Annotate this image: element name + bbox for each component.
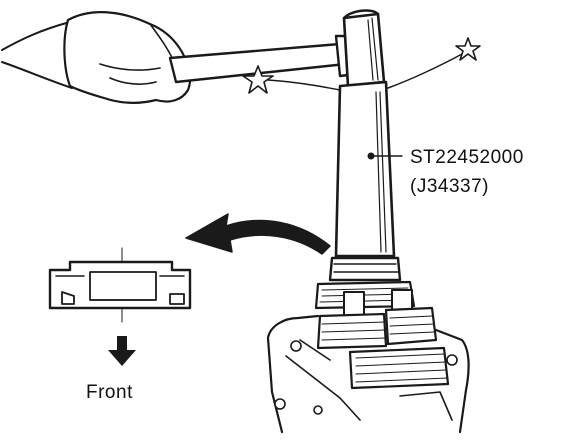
case-rib: [399, 391, 453, 421]
gear-teeth: [355, 353, 449, 383]
sleeve-line: [1, 21, 71, 51]
transmission-case: [266, 314, 470, 434]
arrow-shaft: [117, 336, 127, 352]
sleeve-notch-right: [169, 293, 185, 305]
case-bolt: [446, 354, 458, 366]
gear-teeth: [389, 315, 435, 335]
case-bolt: [290, 340, 302, 352]
sync-ring: [328, 256, 402, 282]
hand-with-hammer: [1, 11, 358, 104]
sleeve-notch-left: [61, 291, 75, 305]
arrow-down-icon: [108, 336, 136, 366]
sleeve-line-lower: [1, 61, 73, 89]
gear-large: [348, 346, 450, 390]
shaft-stub-right: [391, 289, 413, 311]
finger-line: [109, 77, 157, 85]
arrow-head: [108, 350, 136, 366]
swing-line-right: [387, 53, 463, 89]
tube-top-rim: [342, 9, 380, 20]
alt-tool-number-label: (J34337): [410, 176, 489, 197]
star-icon: [242, 65, 274, 94]
swing-line-left: [267, 79, 351, 93]
rotation-arrow: [185, 213, 331, 255]
case-rib: [285, 339, 361, 421]
gear-teeth: [321, 321, 387, 341]
tube-shade: [371, 17, 379, 81]
case-bolt: [274, 398, 286, 410]
sleeve-section-inset: [48, 247, 192, 323]
gear-assembly: [266, 256, 470, 434]
finger-line: [99, 63, 161, 71]
sleeve-profile: [48, 260, 192, 310]
tube-shade: [375, 91, 382, 253]
curved-arrow-left-icon: [185, 213, 331, 255]
case-bolt: [313, 405, 323, 415]
gear-middle-right: [384, 306, 438, 346]
tube-shade: [379, 91, 387, 253]
special-tool-tube: [334, 9, 403, 258]
sync-ring-teeth: [333, 263, 399, 273]
shaft-stub-left: [343, 291, 365, 317]
tube-shade: [367, 19, 374, 81]
tool-number-label: ST22452000: [410, 147, 524, 168]
front-direction-label: Front: [86, 382, 133, 403]
star-icon: [455, 37, 481, 61]
